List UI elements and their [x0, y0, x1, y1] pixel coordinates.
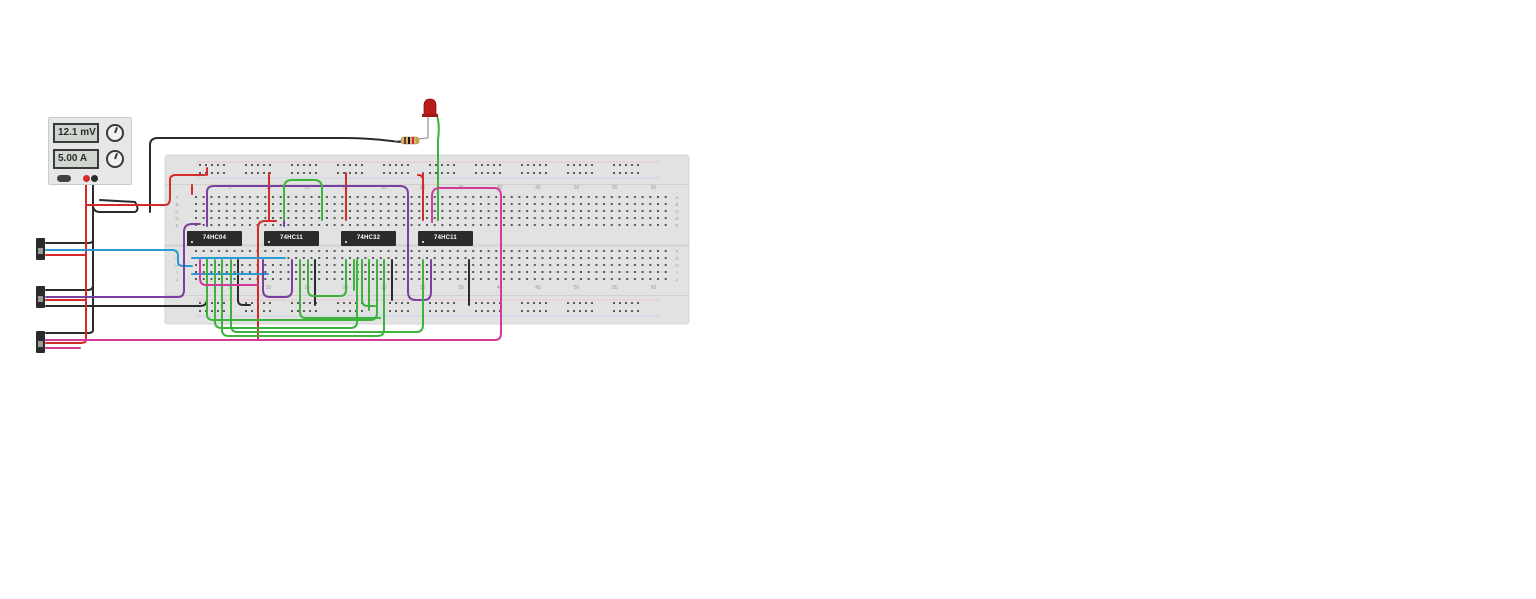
negative-terminal[interactable] [91, 175, 98, 182]
magenta-wires[interactable] [45, 187, 502, 349]
row-label: D [675, 216, 679, 221]
row-label: C [175, 209, 179, 214]
switch-3[interactable] [36, 331, 45, 353]
power-switch[interactable] [57, 175, 71, 182]
column-label: 40 [497, 285, 503, 291]
row-label: G [675, 256, 679, 261]
row-label: E [175, 223, 178, 228]
voltage-knob[interactable] [106, 124, 124, 142]
row-label: D [175, 216, 179, 221]
chip-74hc04[interactable]: 74HC04 [187, 231, 242, 246]
column-label: 25 [381, 185, 387, 191]
power-supply[interactable]: 12.1 mV 5.00 A [48, 117, 132, 185]
column-label: 55 [612, 185, 618, 191]
row-label: B [175, 202, 178, 207]
row-label: C [675, 209, 679, 214]
column-label: 60 [651, 185, 657, 191]
row-label: I [676, 270, 677, 275]
row-label: E [675, 223, 678, 228]
column-label: 45 [535, 285, 541, 291]
row-label: F [676, 249, 679, 254]
column-label: 60 [651, 285, 657, 291]
voltage-display: 12.1 mV [53, 123, 99, 143]
breadboard-holes[interactable] [195, 164, 667, 312]
column-label: 55 [612, 285, 618, 291]
positive-terminal[interactable] [83, 175, 90, 182]
row-label: A [675, 195, 678, 200]
column-label: 45 [535, 185, 541, 191]
column-label: 50 [574, 185, 580, 191]
chip-74hc11-a[interactable]: 74HC11 [264, 231, 319, 246]
chip-74hc11-b[interactable]: 74HC11 [418, 231, 473, 246]
column-label: 40 [497, 185, 503, 191]
column-label: 35 [458, 285, 464, 291]
row-label: J [676, 277, 678, 282]
switch-1[interactable] [36, 238, 45, 260]
row-label: I [176, 270, 177, 275]
current-knob[interactable] [106, 150, 124, 168]
column-label: 5 [229, 185, 232, 191]
column-label: 10 [266, 285, 272, 291]
row-label: B [675, 202, 678, 207]
green-wires[interactable] [206, 115, 440, 337]
column-label: 50 [574, 285, 580, 291]
row-label: H [675, 263, 678, 268]
row-label: J [176, 277, 178, 282]
current-display: 5.00 A [53, 149, 99, 169]
row-label: A [175, 195, 178, 200]
switch-2[interactable] [36, 286, 45, 308]
red-led[interactable] [422, 98, 438, 138]
chip-74hc32[interactable]: 74HC32 [341, 231, 396, 246]
row-label: H [175, 263, 178, 268]
column-label: 15 [304, 185, 310, 191]
resistor[interactable] [394, 136, 429, 145]
